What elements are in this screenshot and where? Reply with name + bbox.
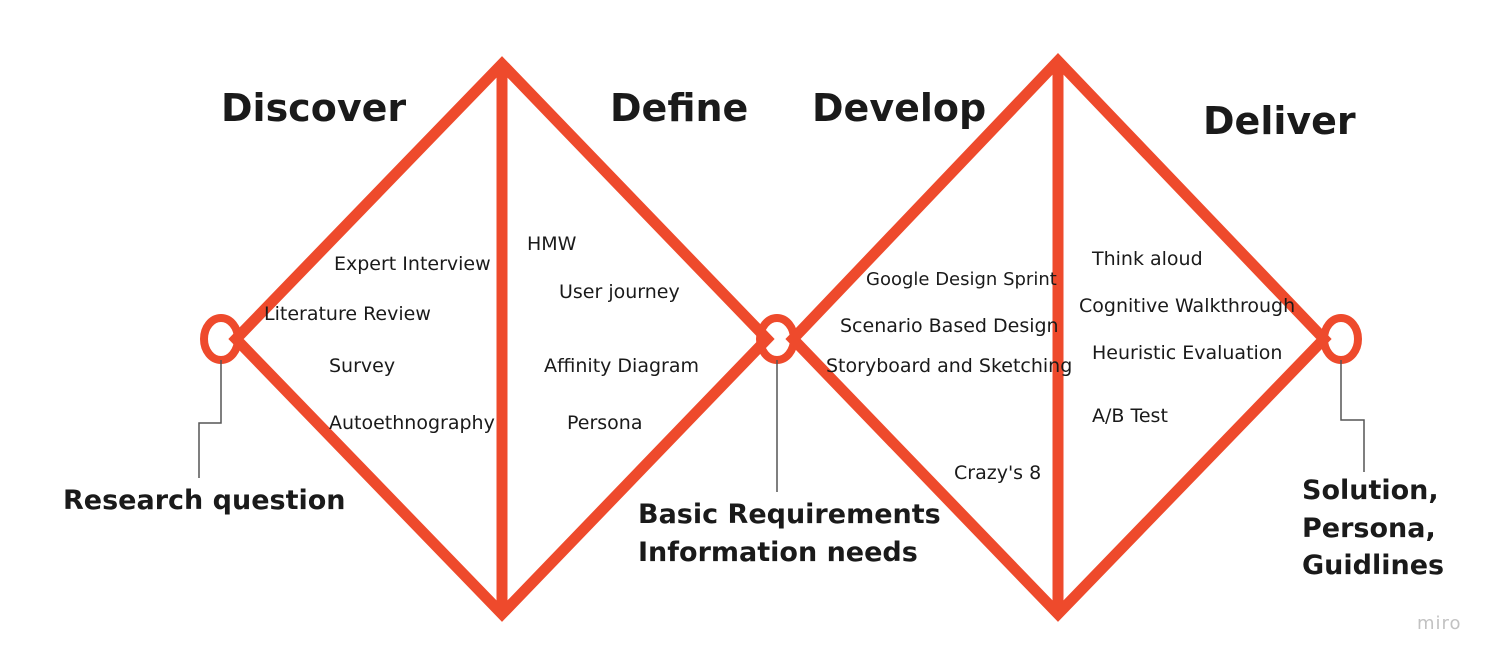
method-persona: Persona — [567, 412, 643, 434]
outcome-information-needs: Information needs — [638, 537, 918, 568]
connectors — [198, 360, 1365, 492]
first-diamond — [228, 56, 775, 622]
method-crazys-8: Crazy's 8 — [954, 462, 1042, 484]
outcome-guidlines: Guidlines — [1302, 550, 1445, 581]
outcome-solution: Solution, — [1302, 475, 1439, 506]
phase-title-deliver: Deliver — [1203, 99, 1356, 143]
method-expert-interview: Expert Interview — [334, 253, 491, 275]
outcome-basic-requirements: Basic Requirements — [638, 499, 941, 530]
method-think-aloud: Think aloud — [1092, 248, 1203, 270]
outcome-research-question: Research question — [63, 485, 346, 516]
outcome-persona: Persona, — [1302, 513, 1436, 544]
method-literature-review: Literature Review — [264, 303, 431, 325]
method-google-design-sprint: Google Design Sprint — [866, 269, 1057, 290]
phase-title-define: Define — [610, 86, 749, 130]
miro-watermark: miro — [1417, 613, 1462, 634]
method-scenario-based-design: Scenario Based Design — [840, 315, 1059, 337]
solution-connector — [1340, 360, 1365, 472]
method-cognitive-walkthrough: Cognitive Walkthrough — [1079, 295, 1296, 317]
method-survey: Survey — [329, 355, 396, 377]
phase-title-develop: Develop — [812, 86, 987, 130]
method-user-journey: User journey — [559, 281, 680, 303]
phase-title-discover: Discover — [221, 86, 407, 130]
research-question-connector — [198, 360, 222, 478]
method-ab-test: A/B Test — [1092, 405, 1168, 427]
method-storyboard-and-sketching: Storyboard and Sketching — [826, 355, 1073, 377]
method-autoethnography: Autoethnography — [329, 412, 495, 434]
method-heuristic-evaluation: Heuristic Evaluation — [1092, 342, 1283, 364]
method-hmw: HMW — [527, 233, 577, 255]
method-affinity-diagram: Affinity Diagram — [544, 355, 699, 377]
